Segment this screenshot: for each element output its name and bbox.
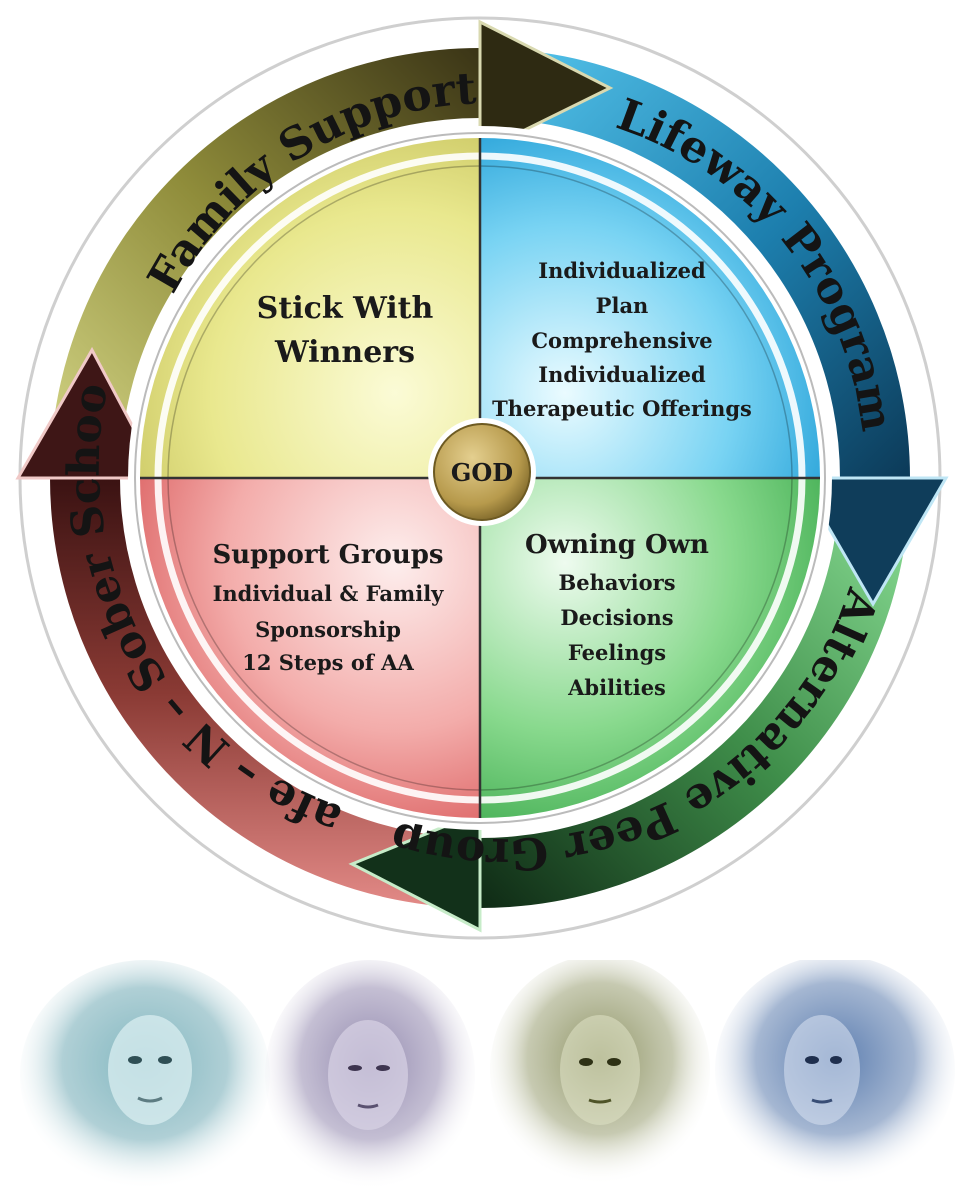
face-portrait-4 [715,960,955,1185]
bottom-left-line-2: Sponsorship [255,617,401,642]
top-left-line-2: Winners [274,335,415,370]
arrow-head-top-icon [478,19,614,155]
arrow-head-right-icon [797,476,949,607]
inner-ring-edge [134,132,826,824]
top-right-line-1: Individualized [538,258,706,283]
bottom-left-line-1: Individual & Family [213,581,445,606]
arrow-head-bottom-icon [348,809,482,933]
top-right-line-3: Comprehensive [531,328,712,353]
center-label: GOD [451,458,513,487]
cycle-diagram: Family Support Lifeway Program Alternati… [0,0,949,940]
quadrant-bottom-left [140,478,480,818]
face-portrait-1 [20,960,270,1190]
bottom-right-title: Owning Own [525,530,709,560]
quadrant-top-right [480,138,820,478]
face-portrait-3 [490,960,710,1185]
quadrant-top-left [140,138,480,478]
top-right-line-5: Therapeutic Offerings [492,396,752,421]
bottom-right-line-4: Abilities [567,675,666,700]
face-portrait-2 [265,960,475,1190]
arrow-head-left-icon [15,346,163,480]
bottom-left-line-3: 12 Steps of AA [242,650,414,675]
top-right-line-4: Individualized [538,362,706,387]
top-right-line-2: Plan [596,293,649,318]
bottom-right-line-2: Decisions [560,605,673,630]
bottom-right-line-3: Feelings [568,640,666,665]
quadrant-bottom-right [480,478,820,818]
bottom-left-title: Support Groups [212,540,443,570]
top-left-line-1: Stick With [257,291,434,326]
faces-strip [20,960,955,1190]
bottom-right-line-1: Behaviors [558,570,675,595]
center-medallion [433,423,531,521]
